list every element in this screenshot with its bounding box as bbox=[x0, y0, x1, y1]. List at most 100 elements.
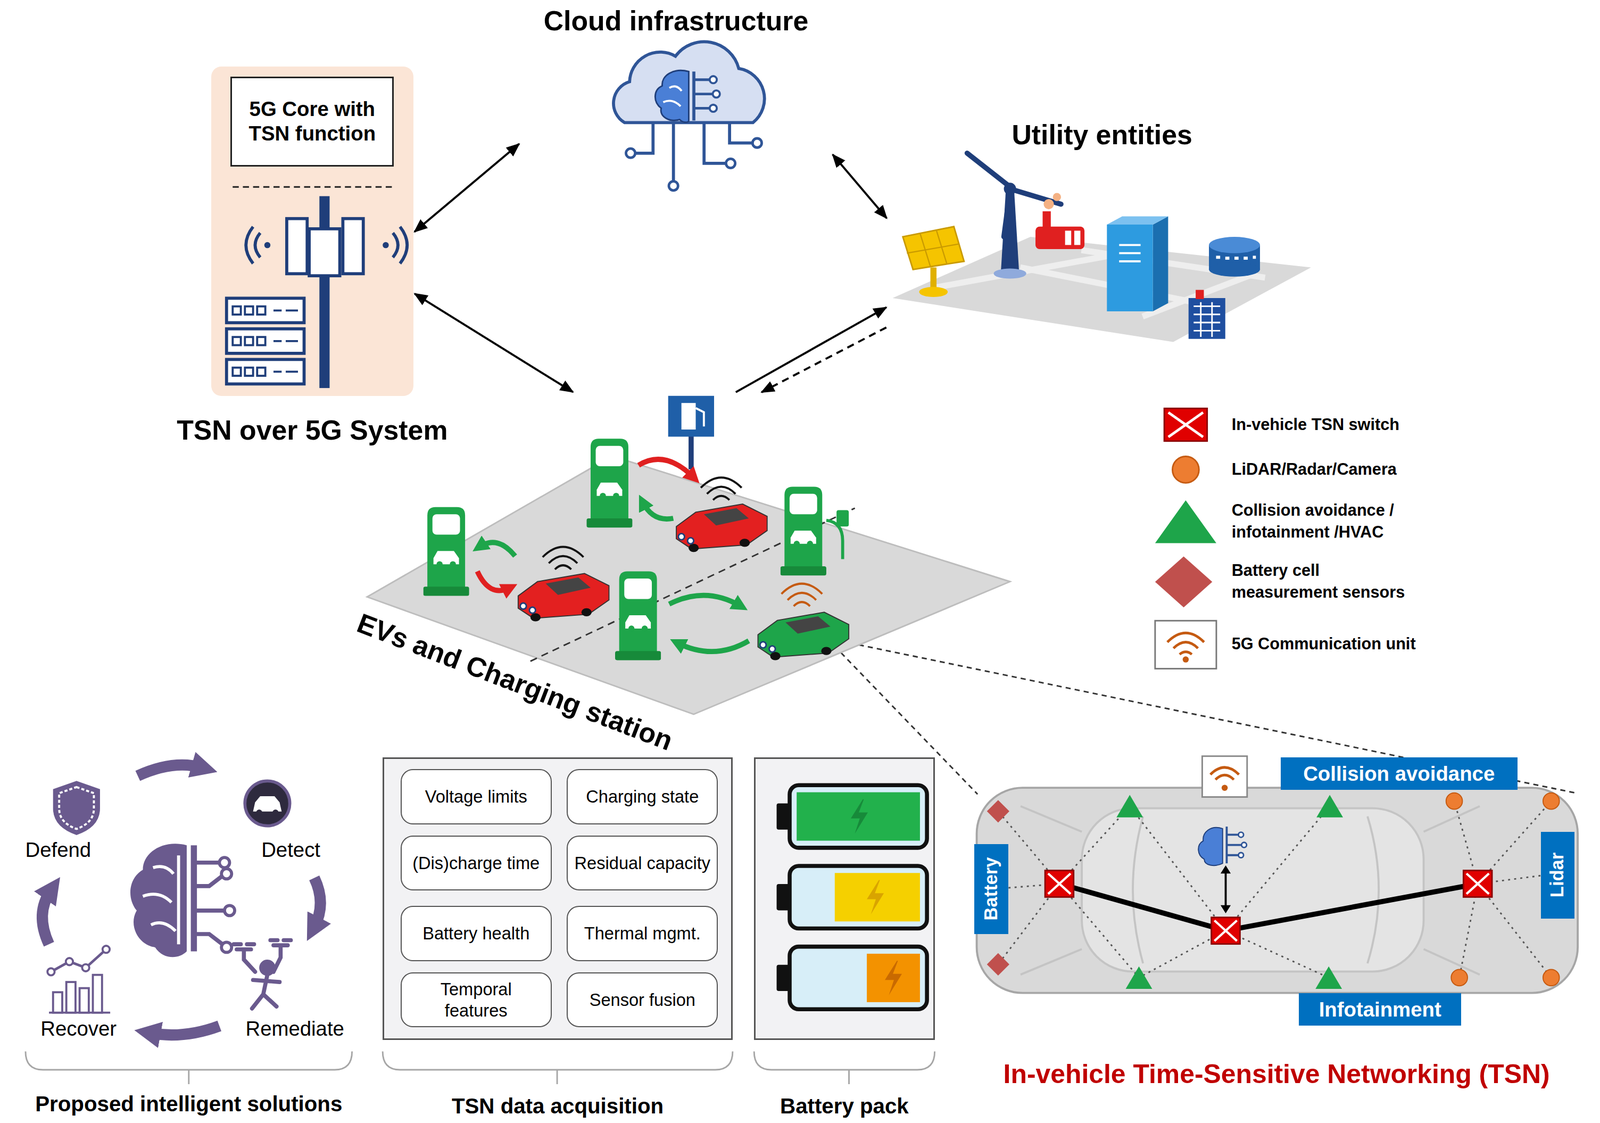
vehicle-network-illustration bbox=[1238, 832, 1244, 838]
brain-icon bbox=[221, 868, 232, 879]
utility-illustration bbox=[1107, 224, 1154, 312]
cycle-arrows bbox=[137, 764, 203, 776]
utility-illustration bbox=[1107, 216, 1169, 225]
remediate-icon bbox=[233, 943, 255, 972]
vehicle-network-illustration bbox=[1463, 870, 1492, 898]
utility-illustration bbox=[1035, 226, 1085, 250]
battery-illustration bbox=[789, 946, 927, 1010]
brain-icon bbox=[219, 857, 230, 868]
vehicle-network-illustration bbox=[1209, 767, 1239, 780]
legend-symbols bbox=[1155, 408, 1217, 669]
utility-illustration bbox=[967, 153, 1061, 237]
vehicle-network-illustration bbox=[1020, 806, 1480, 975]
remediate-icon bbox=[252, 974, 280, 1009]
charging-station-illustration bbox=[836, 510, 850, 527]
node-text: Thermal mgmt. bbox=[584, 922, 701, 944]
cloud-node: Cloud infrastructure bbox=[520, 2, 832, 196]
utility-illustration bbox=[1209, 262, 1261, 277]
charging-station-illustration bbox=[586, 438, 633, 528]
detect-icon bbox=[244, 780, 290, 826]
base-station-icon bbox=[342, 218, 363, 274]
charging-station-illustration bbox=[638, 459, 694, 478]
utility-illustration bbox=[1196, 289, 1205, 300]
connector-arrow bbox=[414, 293, 574, 393]
node-text: Lidar bbox=[1546, 852, 1569, 898]
cloud-icon bbox=[725, 158, 735, 168]
vehicle-network-illustration bbox=[1238, 852, 1244, 858]
node-text: Temporal features bbox=[406, 978, 546, 1021]
legend-symbols bbox=[1167, 632, 1205, 654]
brain-icon bbox=[142, 855, 179, 944]
recover-icon bbox=[51, 949, 107, 972]
function-tag: Infotainment bbox=[1298, 992, 1462, 1026]
base-station-icon bbox=[232, 305, 298, 376]
legend-symbols bbox=[1155, 556, 1213, 608]
text-label: Proposed intelligent solutions bbox=[35, 1091, 343, 1117]
function-tag: Lidar bbox=[1540, 831, 1575, 919]
node-text: Voltage limits bbox=[425, 785, 528, 807]
legend-text: LiDAR/Radar/Camera bbox=[1231, 458, 1424, 480]
text-label: Remediate bbox=[245, 1016, 345, 1041]
cycle-arrows bbox=[150, 1025, 220, 1035]
utility-illustration bbox=[1209, 236, 1261, 254]
cloud-icon bbox=[626, 148, 636, 158]
group-bracket bbox=[25, 1051, 935, 1084]
charging-station-illustration bbox=[781, 583, 823, 607]
utility-illustration bbox=[1053, 192, 1061, 201]
recover-icon bbox=[81, 964, 89, 972]
vehicle-network-illustration bbox=[1454, 800, 1552, 978]
function-tag: Collision avoidance bbox=[1280, 757, 1518, 790]
legend-text: 5G Communication unit bbox=[1231, 632, 1424, 655]
base-station-icon bbox=[244, 336, 253, 345]
cycle-arrows bbox=[314, 877, 321, 927]
legend-text: Battery cell measurement sensors bbox=[1231, 559, 1424, 604]
utility-illustration bbox=[1065, 230, 1072, 245]
battery-illustration bbox=[866, 953, 920, 1002]
vehicle-network-illustration bbox=[1315, 966, 1342, 989]
vehicle-network-illustration bbox=[1201, 756, 1247, 798]
node-text: 5G Core with TSN function bbox=[237, 96, 388, 146]
base-station-icon bbox=[257, 336, 265, 345]
base-station-icon bbox=[226, 297, 305, 384]
base-station-icon bbox=[232, 185, 393, 188]
recover-icon bbox=[53, 991, 63, 1013]
utility-illustration bbox=[1004, 182, 1017, 195]
shield-icon bbox=[53, 780, 101, 835]
cloud-icon bbox=[752, 138, 762, 148]
base-station-icon bbox=[232, 367, 241, 376]
feature-box: Battery health bbox=[400, 905, 552, 961]
vehicle-network-illustration bbox=[1116, 794, 1143, 818]
battery-illustration bbox=[850, 799, 868, 834]
node-text: Infotainment bbox=[1319, 997, 1442, 1022]
cloud-icon bbox=[663, 86, 683, 106]
vehicle-network-illustration bbox=[1241, 842, 1247, 848]
utility-illustration bbox=[1194, 302, 1221, 337]
legend-symbols bbox=[1182, 656, 1190, 663]
utility-illustration bbox=[1216, 257, 1257, 259]
vehicle-network-illustration bbox=[1116, 794, 1343, 989]
charging-station-illustration bbox=[758, 612, 850, 661]
vehicle-outline: In-vehicle Time-Sensitive Networking (TS… bbox=[971, 752, 1582, 1031]
utility-illustration bbox=[907, 230, 960, 267]
core-box: 5G Core with TSN function bbox=[230, 76, 394, 167]
charging-station-illustration bbox=[669, 595, 741, 607]
charging-station-illustration bbox=[542, 477, 742, 570]
utility-illustration bbox=[1074, 230, 1081, 245]
recover-icon bbox=[47, 945, 111, 1013]
vehicle-network-illustration bbox=[1198, 827, 1223, 866]
recover-icon bbox=[102, 945, 110, 953]
charging-station-illustration bbox=[668, 395, 715, 437]
cycle-arrows bbox=[42, 890, 52, 945]
detect-icon bbox=[253, 796, 283, 812]
recover-icon bbox=[66, 981, 76, 1013]
charging-station-illustration bbox=[477, 459, 749, 652]
charging-station-illustration bbox=[615, 571, 661, 661]
charging-station-illustration bbox=[423, 507, 470, 596]
vehicle-network-illustration bbox=[1211, 917, 1240, 944]
charging-station-illustration bbox=[542, 546, 584, 570]
vehicle-network-illustration bbox=[998, 806, 1140, 978]
charging-station-illustration bbox=[681, 402, 696, 430]
cloud-icon bbox=[713, 90, 720, 98]
feature-box: Sensor fusion bbox=[566, 972, 718, 1028]
